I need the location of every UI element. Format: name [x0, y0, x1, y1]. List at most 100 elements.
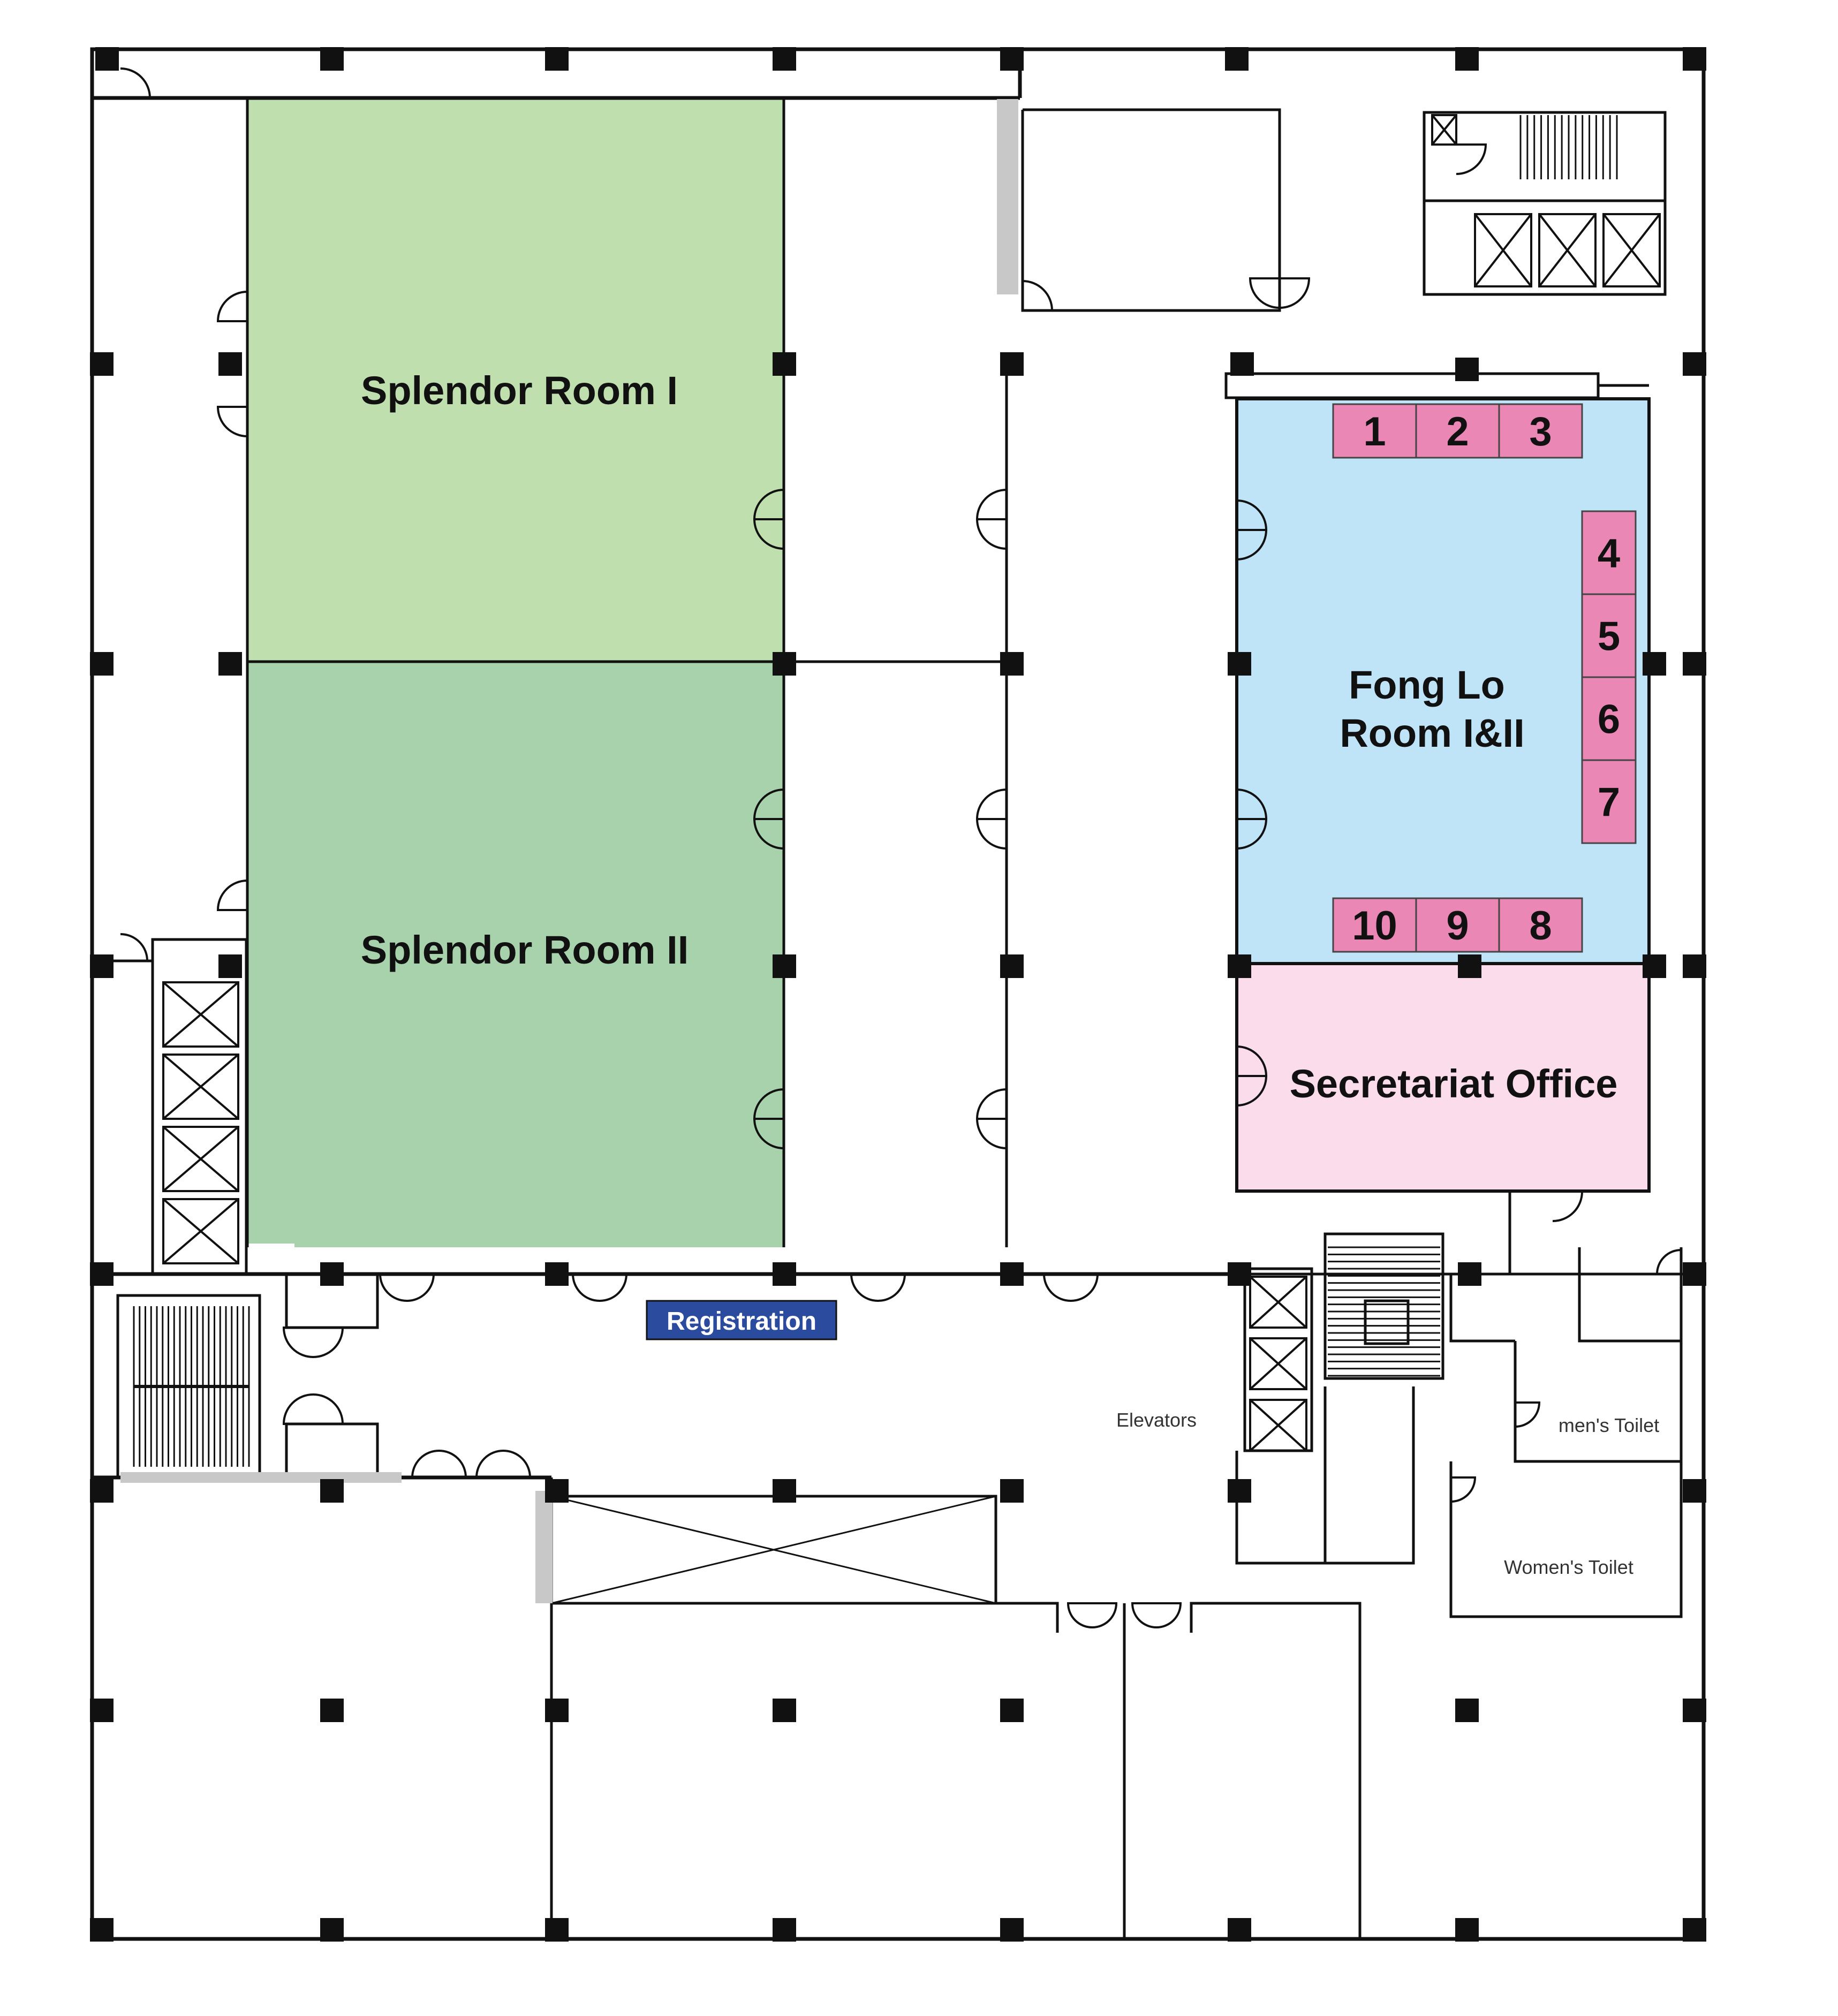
door — [313, 1393, 344, 1425]
booth-5[interactable]: 5 — [1581, 593, 1637, 678]
door — [975, 489, 1007, 520]
column — [1000, 1918, 1024, 1942]
door — [503, 1450, 532, 1479]
column — [320, 1918, 344, 1942]
column — [545, 1918, 569, 1942]
booth-number: 10 — [1352, 903, 1397, 949]
column — [1455, 358, 1479, 381]
door — [438, 1450, 467, 1479]
door — [975, 1118, 1007, 1149]
mens-toilet-label: men's Toilet — [1559, 1414, 1659, 1436]
booth-number: 1 — [1363, 409, 1386, 454]
booth-8[interactable]: 8 — [1498, 897, 1583, 953]
booth-6[interactable]: 6 — [1581, 676, 1637, 761]
booth-number: 3 — [1529, 409, 1552, 454]
column — [1000, 1699, 1024, 1722]
column — [773, 1479, 796, 1503]
column — [773, 1918, 796, 1942]
column — [1000, 954, 1024, 978]
booth-7[interactable]: 7 — [1581, 759, 1637, 844]
stairs — [133, 115, 1618, 1467]
door — [120, 933, 149, 962]
door — [1067, 1602, 1093, 1628]
door — [313, 1327, 344, 1358]
column — [1683, 954, 1706, 978]
door — [1236, 1075, 1268, 1106]
column — [1683, 1262, 1706, 1286]
column — [545, 1262, 569, 1286]
column — [1455, 1918, 1479, 1942]
booth-10[interactable]: 10 — [1332, 897, 1417, 953]
secretariat-office-area[interactable] — [1237, 964, 1649, 1191]
elevator-car-mid-3 — [1249, 1399, 1307, 1452]
door — [1655, 1249, 1682, 1275]
splendor-room-2-area[interactable] — [247, 660, 784, 1244]
booth-number: 4 — [1598, 531, 1620, 577]
fong-lo-room-label-line2: Room I&II — [1340, 711, 1524, 755]
door — [1236, 818, 1268, 850]
column — [1683, 352, 1706, 376]
column — [545, 1479, 569, 1503]
column — [1228, 1479, 1251, 1503]
elevator-car-mid-2 — [1249, 1337, 1307, 1390]
door — [1236, 529, 1268, 560]
door — [1450, 1476, 1477, 1503]
column — [773, 954, 796, 978]
fong-lo-room-label-line1: Fong Lo — [1349, 663, 1505, 707]
column — [320, 1699, 344, 1722]
column — [90, 954, 114, 978]
column — [1228, 1918, 1251, 1942]
door — [475, 1450, 504, 1479]
column — [1228, 652, 1251, 676]
splendor-room-1-area[interactable] — [247, 98, 784, 660]
door — [975, 1088, 1007, 1120]
booth-9[interactable]: 9 — [1415, 897, 1500, 953]
door — [216, 880, 248, 911]
elevator-car-top-3 — [1602, 213, 1661, 287]
column — [1458, 954, 1481, 978]
elevator-car-top-1 — [1474, 213, 1532, 287]
door — [1279, 277, 1311, 309]
elevator-car-left-4 — [162, 1198, 239, 1264]
door — [1070, 1273, 1099, 1302]
column — [1643, 954, 1666, 978]
column — [1683, 652, 1706, 676]
fong-lo-room-area[interactable] — [1237, 399, 1649, 964]
door — [753, 789, 784, 820]
column — [1225, 47, 1249, 71]
door — [975, 518, 1007, 550]
door — [406, 1273, 435, 1302]
booth-number: 5 — [1598, 614, 1620, 660]
column — [90, 1918, 114, 1942]
column — [545, 1699, 569, 1722]
booth-2[interactable]: 2 — [1415, 403, 1500, 459]
booth-3[interactable]: 3 — [1498, 403, 1583, 459]
structural-columns — [90, 47, 1706, 1942]
column — [1683, 1699, 1706, 1722]
booth-1[interactable]: 1 — [1332, 403, 1417, 459]
column — [90, 652, 114, 676]
door — [753, 489, 784, 520]
column — [218, 652, 242, 676]
column — [1683, 1479, 1706, 1503]
door — [216, 291, 248, 322]
column — [1458, 1262, 1481, 1286]
door — [1131, 1602, 1157, 1628]
column — [1000, 352, 1024, 376]
booth-4[interactable]: 4 — [1581, 510, 1637, 595]
door — [1156, 1602, 1182, 1628]
booth-number: 8 — [1529, 903, 1552, 949]
door — [282, 1393, 314, 1425]
registration-desk[interactable]: Registration — [646, 1300, 837, 1340]
door — [379, 1273, 407, 1302]
door — [878, 1273, 906, 1302]
column — [1643, 652, 1666, 676]
door — [975, 818, 1007, 850]
column — [1000, 1479, 1024, 1503]
door — [753, 1088, 784, 1120]
door — [1515, 1401, 1541, 1428]
door — [753, 1118, 784, 1149]
elevator-car-left-1 — [162, 981, 239, 1048]
